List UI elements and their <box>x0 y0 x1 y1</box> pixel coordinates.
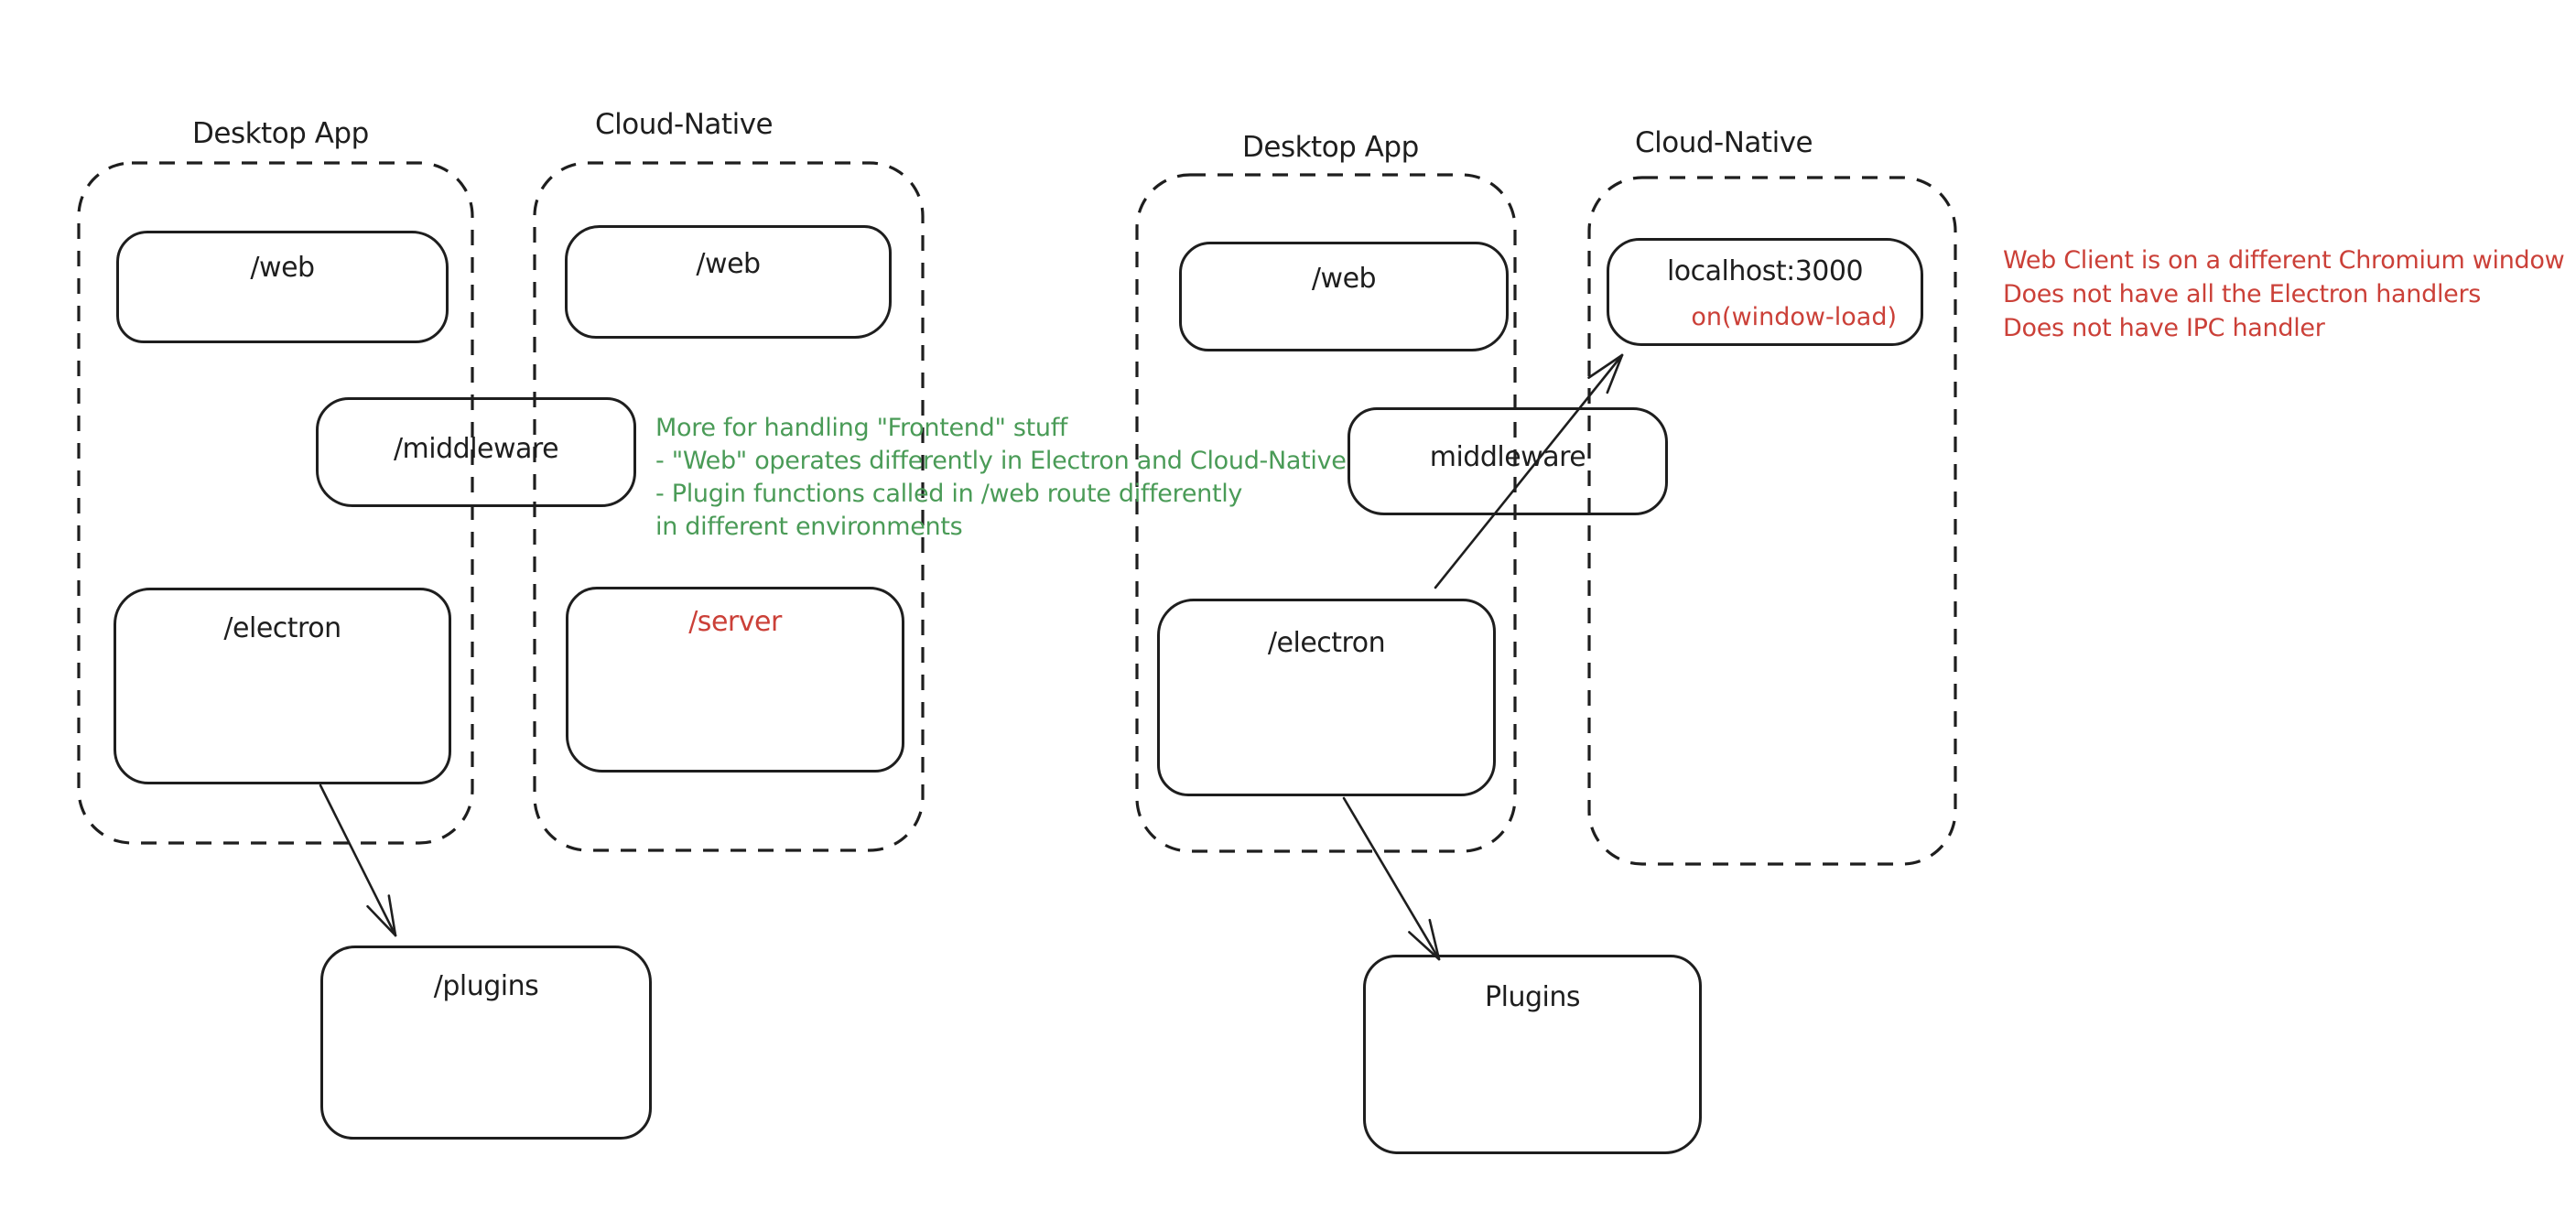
left-middleware-box[interactable]: /middleware <box>316 397 636 507</box>
left-electron-box[interactable]: /electron <box>114 588 451 784</box>
right-electron-box[interactable]: /electron <box>1157 599 1496 796</box>
right-plugins-label: Plugins <box>1485 981 1580 1013</box>
right-red-annotation[interactable]: Web Client is on a different Chromium wi… <box>2003 246 2565 342</box>
right-electron-to-plugins-arrow[interactable] <box>1342 796 1441 961</box>
right-middleware-box[interactable]: middleware <box>1348 407 1668 515</box>
left-green-annotation[interactable]: More for handling "Frontend" stuff - "We… <box>655 414 1347 541</box>
left-desktop-app-title: Desktop App <box>192 117 369 150</box>
right-electron-label: /electron <box>1267 627 1386 659</box>
left-cloud-native-title: Cloud-Native <box>595 108 774 141</box>
right-plugins-box[interactable]: Plugins <box>1363 955 1702 1154</box>
left-electron-label: /electron <box>223 612 341 644</box>
on-window-load-label: on(window-load) <box>1691 303 1897 331</box>
left-plugins-label: /plugins <box>433 970 539 1002</box>
left-web-label: /web <box>250 252 315 284</box>
left-server-box[interactable]: /server <box>566 587 904 773</box>
left-server-label: /server <box>688 606 782 638</box>
right-electron-to-localhost-arrow[interactable] <box>1434 353 1624 589</box>
localhost-label: localhost:3000 <box>1666 255 1864 287</box>
localhost-box[interactable]: localhost:3000 on(window-load) <box>1607 238 1923 346</box>
right-middleware-label: middleware <box>1429 441 1586 473</box>
right-cloud-native-title: Cloud-Native <box>1635 126 1813 159</box>
right-web-label: /web <box>1311 263 1377 295</box>
left-middleware-label: /middleware <box>393 433 559 465</box>
left-electron-to-plugins-arrow[interactable] <box>319 784 397 937</box>
right-web-box[interactable]: /web <box>1179 242 1509 351</box>
left-cloud-web-label: /web <box>696 248 761 280</box>
left-web-box[interactable]: /web <box>116 231 449 343</box>
right-cloud-native-container[interactable] <box>1587 176 1957 866</box>
left-plugins-box[interactable]: /plugins <box>320 946 652 1140</box>
left-cloud-web-box[interactable]: /web <box>565 225 892 339</box>
right-desktop-app-title: Desktop App <box>1242 131 1419 164</box>
left-desktop-app-container[interactable] <box>77 161 474 845</box>
